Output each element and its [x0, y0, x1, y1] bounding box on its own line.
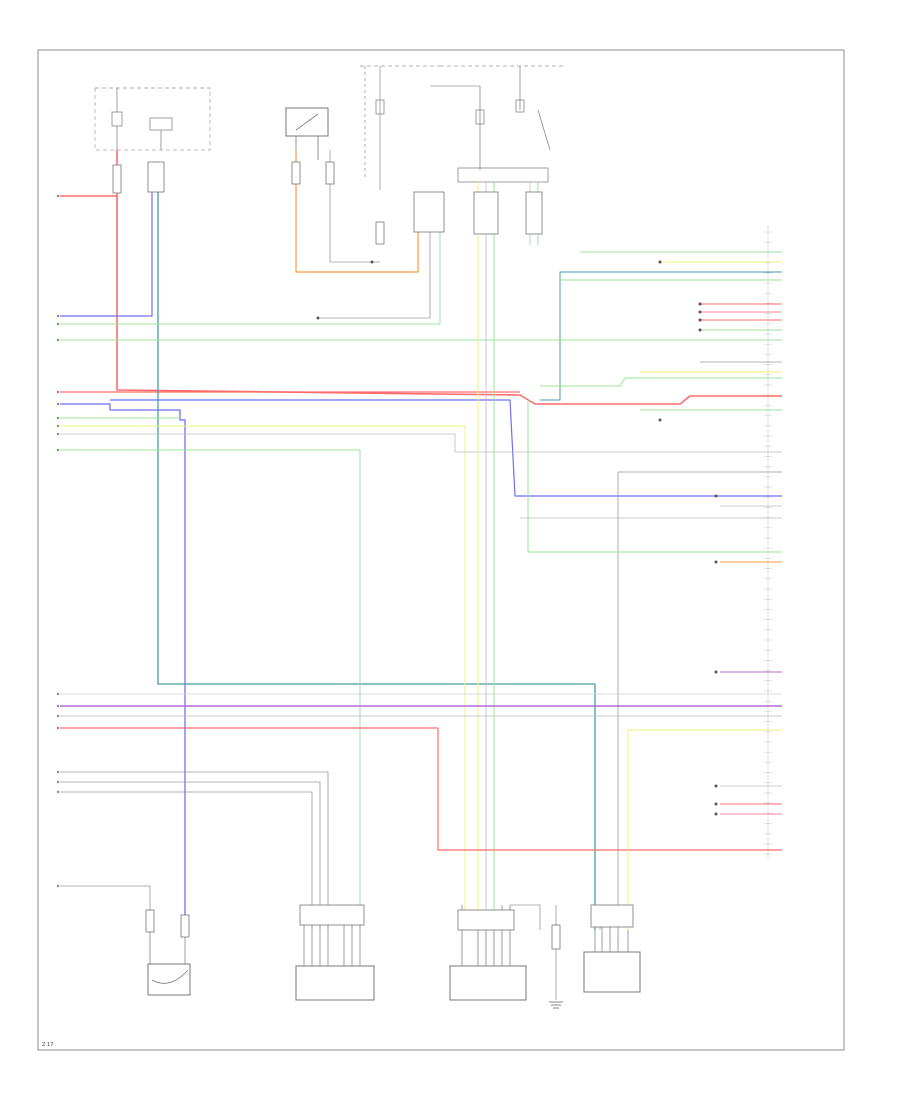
- ground-symbol: [549, 1001, 563, 1009]
- top-fuse-relay-area: [94, 65, 565, 190]
- relay-left: [149, 117, 173, 131]
- component-4-body: [583, 951, 641, 993]
- wiring-harness: [60, 150, 782, 1000]
- component-3-body: [449, 965, 527, 1001]
- wire-green-4: [60, 449, 361, 930]
- fuse-right-2: [515, 99, 525, 113]
- component-2-body: [295, 965, 375, 1001]
- inline-connectors: [112, 161, 634, 950]
- wire-gray-1: [60, 433, 782, 453]
- wire-gray-vertical: [617, 471, 782, 930]
- wire-sensor-1: [60, 771, 329, 930]
- wire-green-1: [60, 195, 441, 325]
- wire-teal-right: [540, 271, 782, 401]
- fuse-right: [475, 109, 485, 125]
- wire-teal: [157, 170, 596, 930]
- component-1-body: [147, 963, 191, 996]
- relay-box-middle: [285, 107, 329, 137]
- wire-green-5: [527, 400, 782, 553]
- wire-sensor-3: [60, 791, 313, 930]
- wire-yellow-1: [60, 425, 466, 930]
- wire-red-main: [60, 150, 782, 405]
- wire-red-lower: [60, 727, 782, 851]
- wire-sensor-4: [60, 885, 151, 930]
- pcm-pin-ticks: [764, 231, 772, 855]
- wire-gray-middle: [329, 150, 380, 263]
- wire-orange-loop: [295, 150, 419, 273]
- component-1-pins: [149, 910, 186, 964]
- fuse-left: [111, 111, 123, 127]
- wire-blue-right: [110, 399, 782, 497]
- left-terminal-markers: [56, 194, 60, 888]
- splice-block: [457, 167, 549, 183]
- wire-right-green-d: [540, 377, 782, 387]
- diagram-frame: [37, 49, 845, 1051]
- wire-gray-4: [320, 195, 431, 319]
- corner-label: Z 17: [42, 1042, 53, 1048]
- fuse-middle: [375, 99, 385, 115]
- wire-blue-left: [60, 170, 153, 317]
- wire-yellow-lower: [627, 729, 782, 930]
- wire-blue-main: [60, 403, 186, 930]
- bottom-components: [147, 905, 641, 1009]
- right-pin-dots: [316, 260, 718, 816]
- wire-lead-gray-a: [510, 904, 541, 930]
- wire-sensor-2: [60, 781, 321, 930]
